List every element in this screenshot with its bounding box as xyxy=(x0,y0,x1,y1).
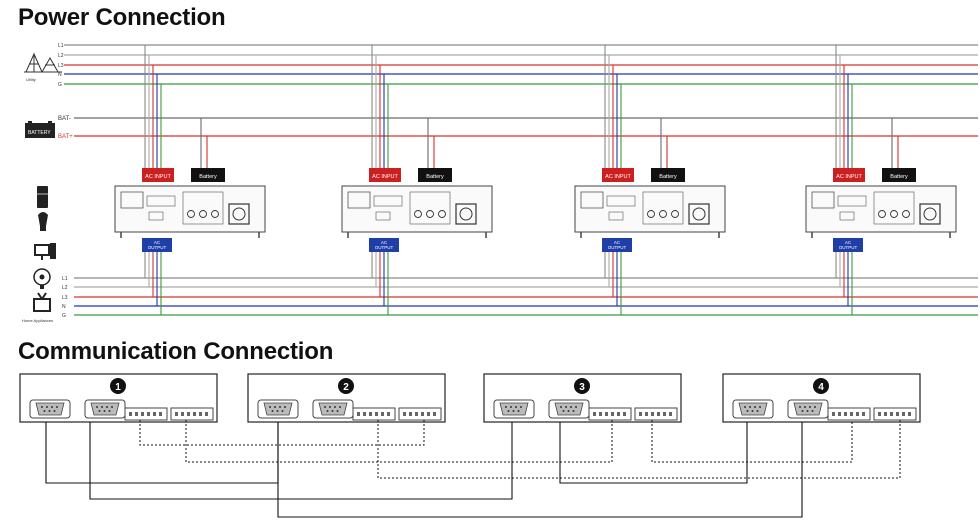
load-bus-label: N xyxy=(62,304,66,310)
serial-port-icon[interactable] xyxy=(548,399,590,419)
fridge-icon xyxy=(37,186,48,208)
unit-number: 2 xyxy=(343,382,349,393)
battery-tag-label: Battery xyxy=(426,174,444,180)
serial-port-icon[interactable] xyxy=(493,399,535,419)
can-cable-3-4 xyxy=(651,420,853,463)
terminal-block-icon[interactable] xyxy=(398,407,442,421)
communication-connection-heading: Communication Connection xyxy=(18,338,334,365)
unit-number: 3 xyxy=(579,382,585,393)
battery-tag-label: Battery xyxy=(659,174,677,180)
terminal-block-icon[interactable] xyxy=(827,407,871,421)
battery-tag xyxy=(882,168,916,182)
unit-number-badge xyxy=(813,378,829,394)
battery-icon xyxy=(25,121,55,138)
terminal-block-icon[interactable] xyxy=(588,407,632,421)
serial-cable-1-2 xyxy=(45,422,279,484)
unit-number-badge xyxy=(574,378,590,394)
ac-input-label: AC INPUT xyxy=(372,174,398,180)
ac-input-tag xyxy=(602,168,634,182)
can-cable-2-4 xyxy=(377,420,901,479)
inverter-icon xyxy=(805,185,957,238)
serial-port-icon[interactable] xyxy=(257,399,299,419)
battery-icon-label: BATTERY xyxy=(28,130,51,136)
ac-input-label: AC INPUT xyxy=(605,174,631,180)
can-cable-2-3-route xyxy=(185,420,613,463)
serial-port-icon[interactable] xyxy=(29,399,71,419)
computer-icon xyxy=(34,243,56,260)
inverter-icon xyxy=(574,185,726,238)
tv-icon xyxy=(33,292,51,312)
terminal-block-icon[interactable] xyxy=(124,407,168,421)
serial-port-icon[interactable] xyxy=(787,399,829,419)
comm-unit-4: 4 xyxy=(722,373,921,423)
ac-output-tag xyxy=(142,238,172,252)
comm-unit-2: 2 xyxy=(247,373,446,423)
inverter-icon xyxy=(114,185,266,238)
unit-number-badge xyxy=(110,378,126,394)
battery-bus-label: BAT- xyxy=(58,116,71,122)
battery-tag-label: Battery xyxy=(199,174,217,180)
battery-tag xyxy=(418,168,452,182)
serial-port-icon[interactable] xyxy=(732,399,774,419)
comm-unit-3: 3 xyxy=(483,373,682,423)
load-bus-label: L1 xyxy=(62,276,68,282)
battery-tag xyxy=(651,168,685,182)
comm-unit-1: 1 xyxy=(19,373,218,423)
unit-number: 1 xyxy=(115,382,121,393)
load-bus-label: G xyxy=(62,313,66,319)
utility-bus-label: N xyxy=(58,72,62,78)
battery-tag-label: Battery xyxy=(890,174,908,180)
serial-cable-2-4 xyxy=(277,422,803,518)
ac-output-tag xyxy=(369,238,399,252)
battery-tag xyxy=(191,168,225,182)
home-appliances-label: Home Appliances xyxy=(22,318,53,323)
load-bus-label: L2 xyxy=(62,285,68,291)
power-connection-heading: Power Connection xyxy=(18,4,226,31)
terminal-block-icon[interactable] xyxy=(873,407,917,421)
load-bus-label: L3 xyxy=(62,295,68,301)
ac-input-label: AC INPUT xyxy=(145,174,171,180)
terminal-block-icon[interactable] xyxy=(634,407,678,421)
serial-cable-1-3 xyxy=(89,422,513,500)
ac-input-tag xyxy=(142,168,174,182)
utility-bus-label: L3 xyxy=(58,63,64,69)
utility-bus-label: L2 xyxy=(58,53,64,59)
serial-port-icon[interactable] xyxy=(84,399,126,419)
inverter-icon xyxy=(341,185,493,238)
can-cable-1-2 xyxy=(139,420,425,446)
terminal-block-icon[interactable] xyxy=(352,407,396,421)
fan-icon xyxy=(33,268,51,289)
ac-input-tag xyxy=(369,168,401,182)
utility-tower-icon xyxy=(24,52,62,73)
unit-number: 4 xyxy=(818,382,824,393)
ac-output-tag xyxy=(833,238,863,252)
ac-output-tag xyxy=(602,238,632,252)
ac-input-tag xyxy=(833,168,865,182)
utility-bus-label: L1 xyxy=(58,43,64,49)
utility-label: Utility xyxy=(26,77,36,82)
lamp-icon xyxy=(38,212,48,231)
terminal-block-icon[interactable] xyxy=(170,407,214,421)
serial-cable-3-4 xyxy=(559,422,748,484)
ac-input-label: AC INPUT xyxy=(836,174,862,180)
serial-port-icon[interactable] xyxy=(312,399,354,419)
unit-number-badge xyxy=(338,378,354,394)
battery-bus-label: BAT+ xyxy=(58,134,73,140)
utility-bus-label: G xyxy=(58,82,62,88)
